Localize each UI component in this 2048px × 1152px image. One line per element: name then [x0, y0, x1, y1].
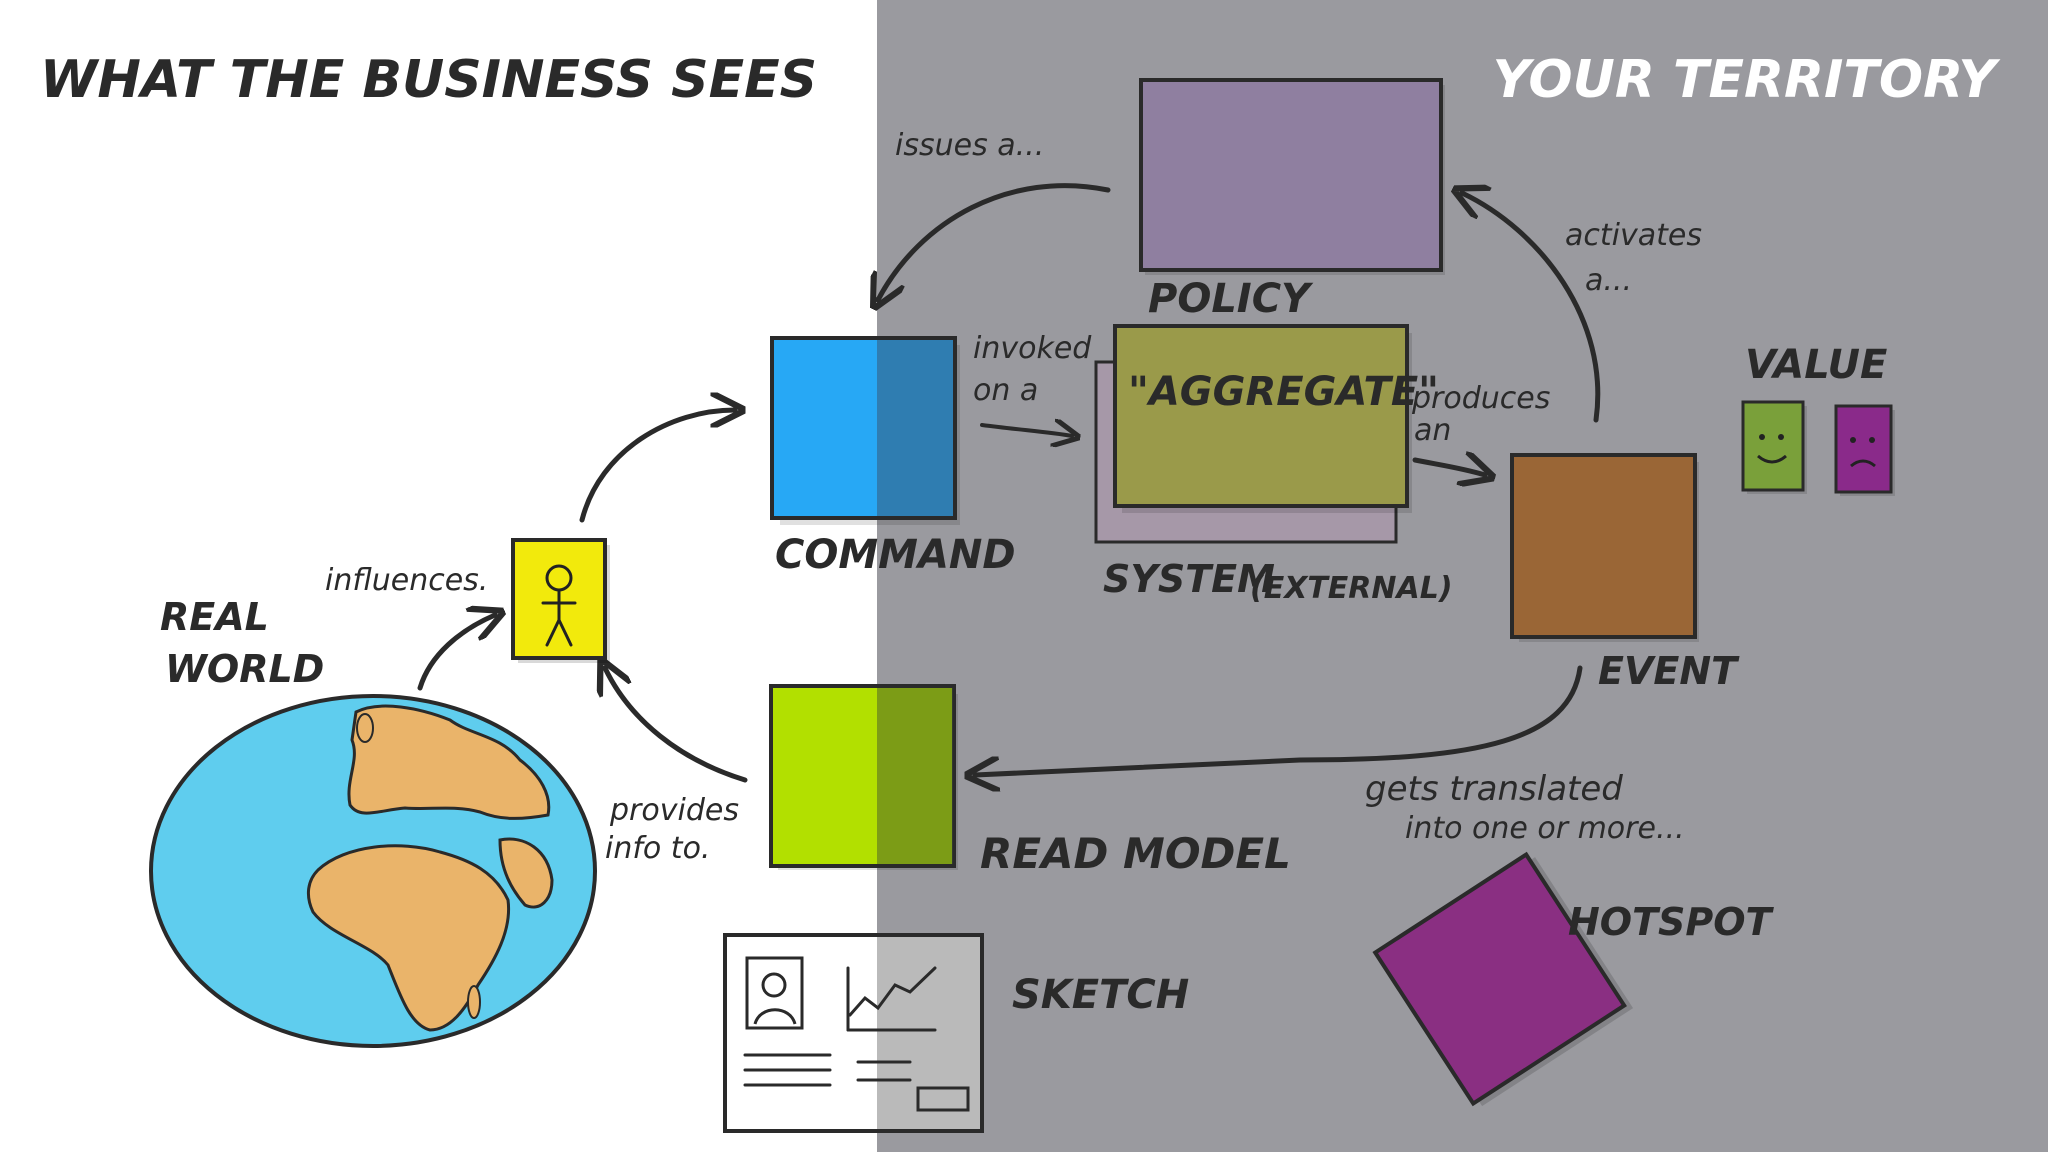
trend-chart-icon: [846, 966, 937, 1032]
invoked-label-2: on a: [973, 373, 1038, 408]
aggregate-sticky: [1113, 324, 1412, 513]
system-label: SYSTEM: [1103, 557, 1275, 601]
madagascar-island: [467, 985, 481, 1019]
person-card: [511, 538, 610, 663]
issues-a-label: issues a...: [895, 128, 1044, 163]
person-icon: [541, 564, 577, 647]
provides-label-2: info to.: [605, 831, 710, 866]
provides-arrow: [605, 668, 748, 783]
event-label: EVENT: [1598, 649, 1740, 693]
invoked-label-1: invoked: [973, 331, 1092, 366]
influences-arrow: [417, 615, 495, 691]
real-world-label-2: WORLD: [165, 647, 324, 691]
translated-arrow: [975, 665, 1583, 775]
translated-label-1: gets translated: [1365, 769, 1623, 809]
value-label: VALUE: [1745, 342, 1887, 388]
africa-landmass: [306, 844, 511, 1032]
activates-label-2: a...: [1585, 263, 1632, 298]
command-label: COMMAND: [775, 532, 1016, 578]
read-model-sticky: [769, 684, 958, 870]
real-world-label-1: REAL: [160, 595, 269, 639]
business-heading: WHAT THE BUSINESS SEES: [40, 50, 817, 110]
sketch-button-icon: [916, 1086, 970, 1112]
text-lines-icon: [743, 1053, 912, 1087]
provides-label-1: provides: [609, 793, 739, 828]
invoked-arrow: [980, 425, 1072, 436]
translated-label-2: into one or more...: [1405, 811, 1685, 846]
produces-arrow: [1412, 460, 1485, 475]
aggregate-label: "AGGREGATE": [1128, 369, 1439, 415]
activates-label-1: activates: [1565, 218, 1702, 253]
event-sticky: [1510, 453, 1699, 642]
sketch-label: SKETCH: [1012, 972, 1189, 1018]
hotspot-label: HOTSPOT: [1568, 900, 1775, 944]
value-positive-sticky: [1741, 400, 1807, 494]
issues-arrow: [878, 183, 1111, 300]
value-negative-sticky: [1834, 404, 1895, 496]
profile-picture-icon: [745, 956, 804, 1030]
influences-label: influences.: [325, 563, 488, 598]
external-label: (EXTERNAL): [1250, 571, 1453, 606]
europe-landmass: [347, 704, 551, 820]
smiley-face-icon: [1757, 434, 1787, 464]
policy-sticky: [1139, 78, 1445, 275]
produces-label-1: produces: [1411, 381, 1550, 416]
read-model-label: READ MODEL: [980, 829, 1291, 878]
uk-island: [356, 713, 374, 743]
command-sticky: [770, 336, 960, 525]
policy-label: POLICY: [1148, 276, 1314, 322]
activates-arrow: [1462, 193, 1601, 423]
sad-face-icon: [1850, 437, 1876, 468]
territory-heading: YOUR TERRITORY: [1493, 50, 2002, 110]
globe-icon: [149, 694, 597, 1048]
sketch-card: [723, 933, 984, 1133]
arabia-landmass: [498, 837, 554, 909]
produces-label-2: an: [1414, 413, 1451, 448]
hotspot-sticky: [1372, 851, 1634, 1107]
decides-arrow: [579, 410, 735, 523]
